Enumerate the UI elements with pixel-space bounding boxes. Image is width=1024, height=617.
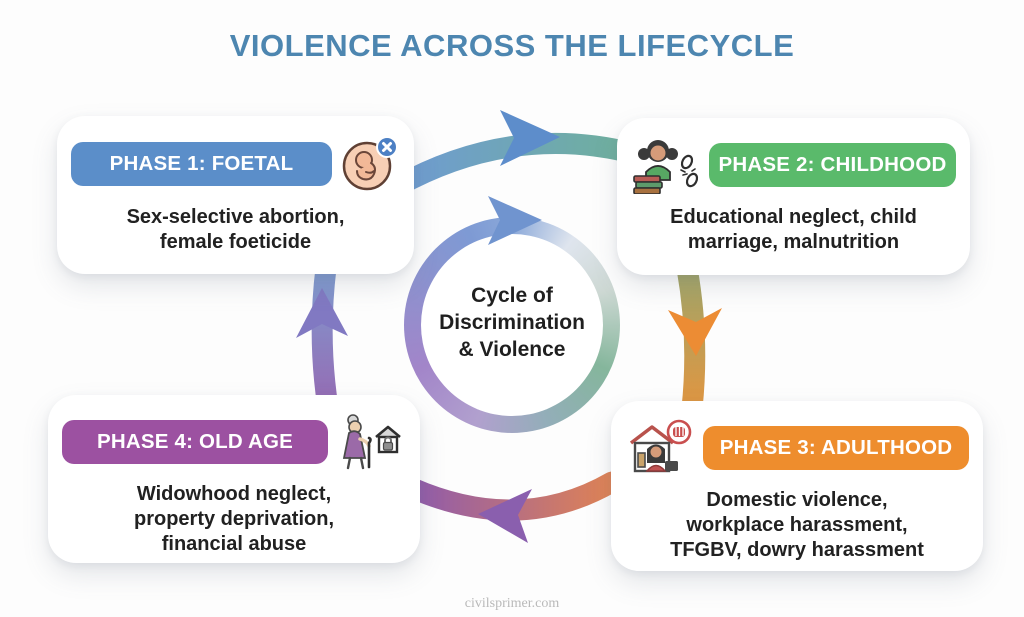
phase-4-description: Widowhood neglect, property deprivation,… [133,483,335,556]
cycle-center-label: Cycle of Discrimination & Violence [439,284,585,361]
phase-3-description: Domestic violence, workplace harassment,… [670,489,924,562]
phase-3-pill: PHASE 3: ADULTHOOD [703,426,969,470]
phase-2-description: Educational neglect, child marriage, mal… [670,206,917,254]
cycle-ring [404,217,620,433]
phase-1-card: PHASE 1: FOETAL Sex-selective abortion, … [57,116,414,274]
page-title: VIOLENCE ACROSS THE LIFECYCLE [229,28,795,63]
phase-2-card: PHASE 2: CHILDHOOD Educational neglect, … [617,118,970,275]
phase-4-pill: PHASE 4: OLD AGE [62,420,328,464]
house-woman-fist-icon [625,419,695,477]
phase-3-card: PHASE 3: ADULTHOOD Domestic violence, wo… [611,401,983,571]
phase-4-card: PHASE 4: OLD AGE Widowhood neglect, prop… [48,395,420,563]
elderly-woman-locked-house-icon [336,413,406,471]
flow-arrow-bottom [401,471,623,543]
watermark-text: civilsprimer.com [464,596,560,611]
phase-2-pill: PHASE 2: CHILDHOOD [709,143,956,187]
cycle-ring-hole [421,234,603,416]
girl-books-broken-chain-icon [631,136,701,195]
phase-1-pill: PHASE 1: FOETAL [71,142,332,186]
phase-1-description: Sex-selective abortion, female foeticide [126,206,345,254]
foetus-abortion-icon [340,134,400,194]
